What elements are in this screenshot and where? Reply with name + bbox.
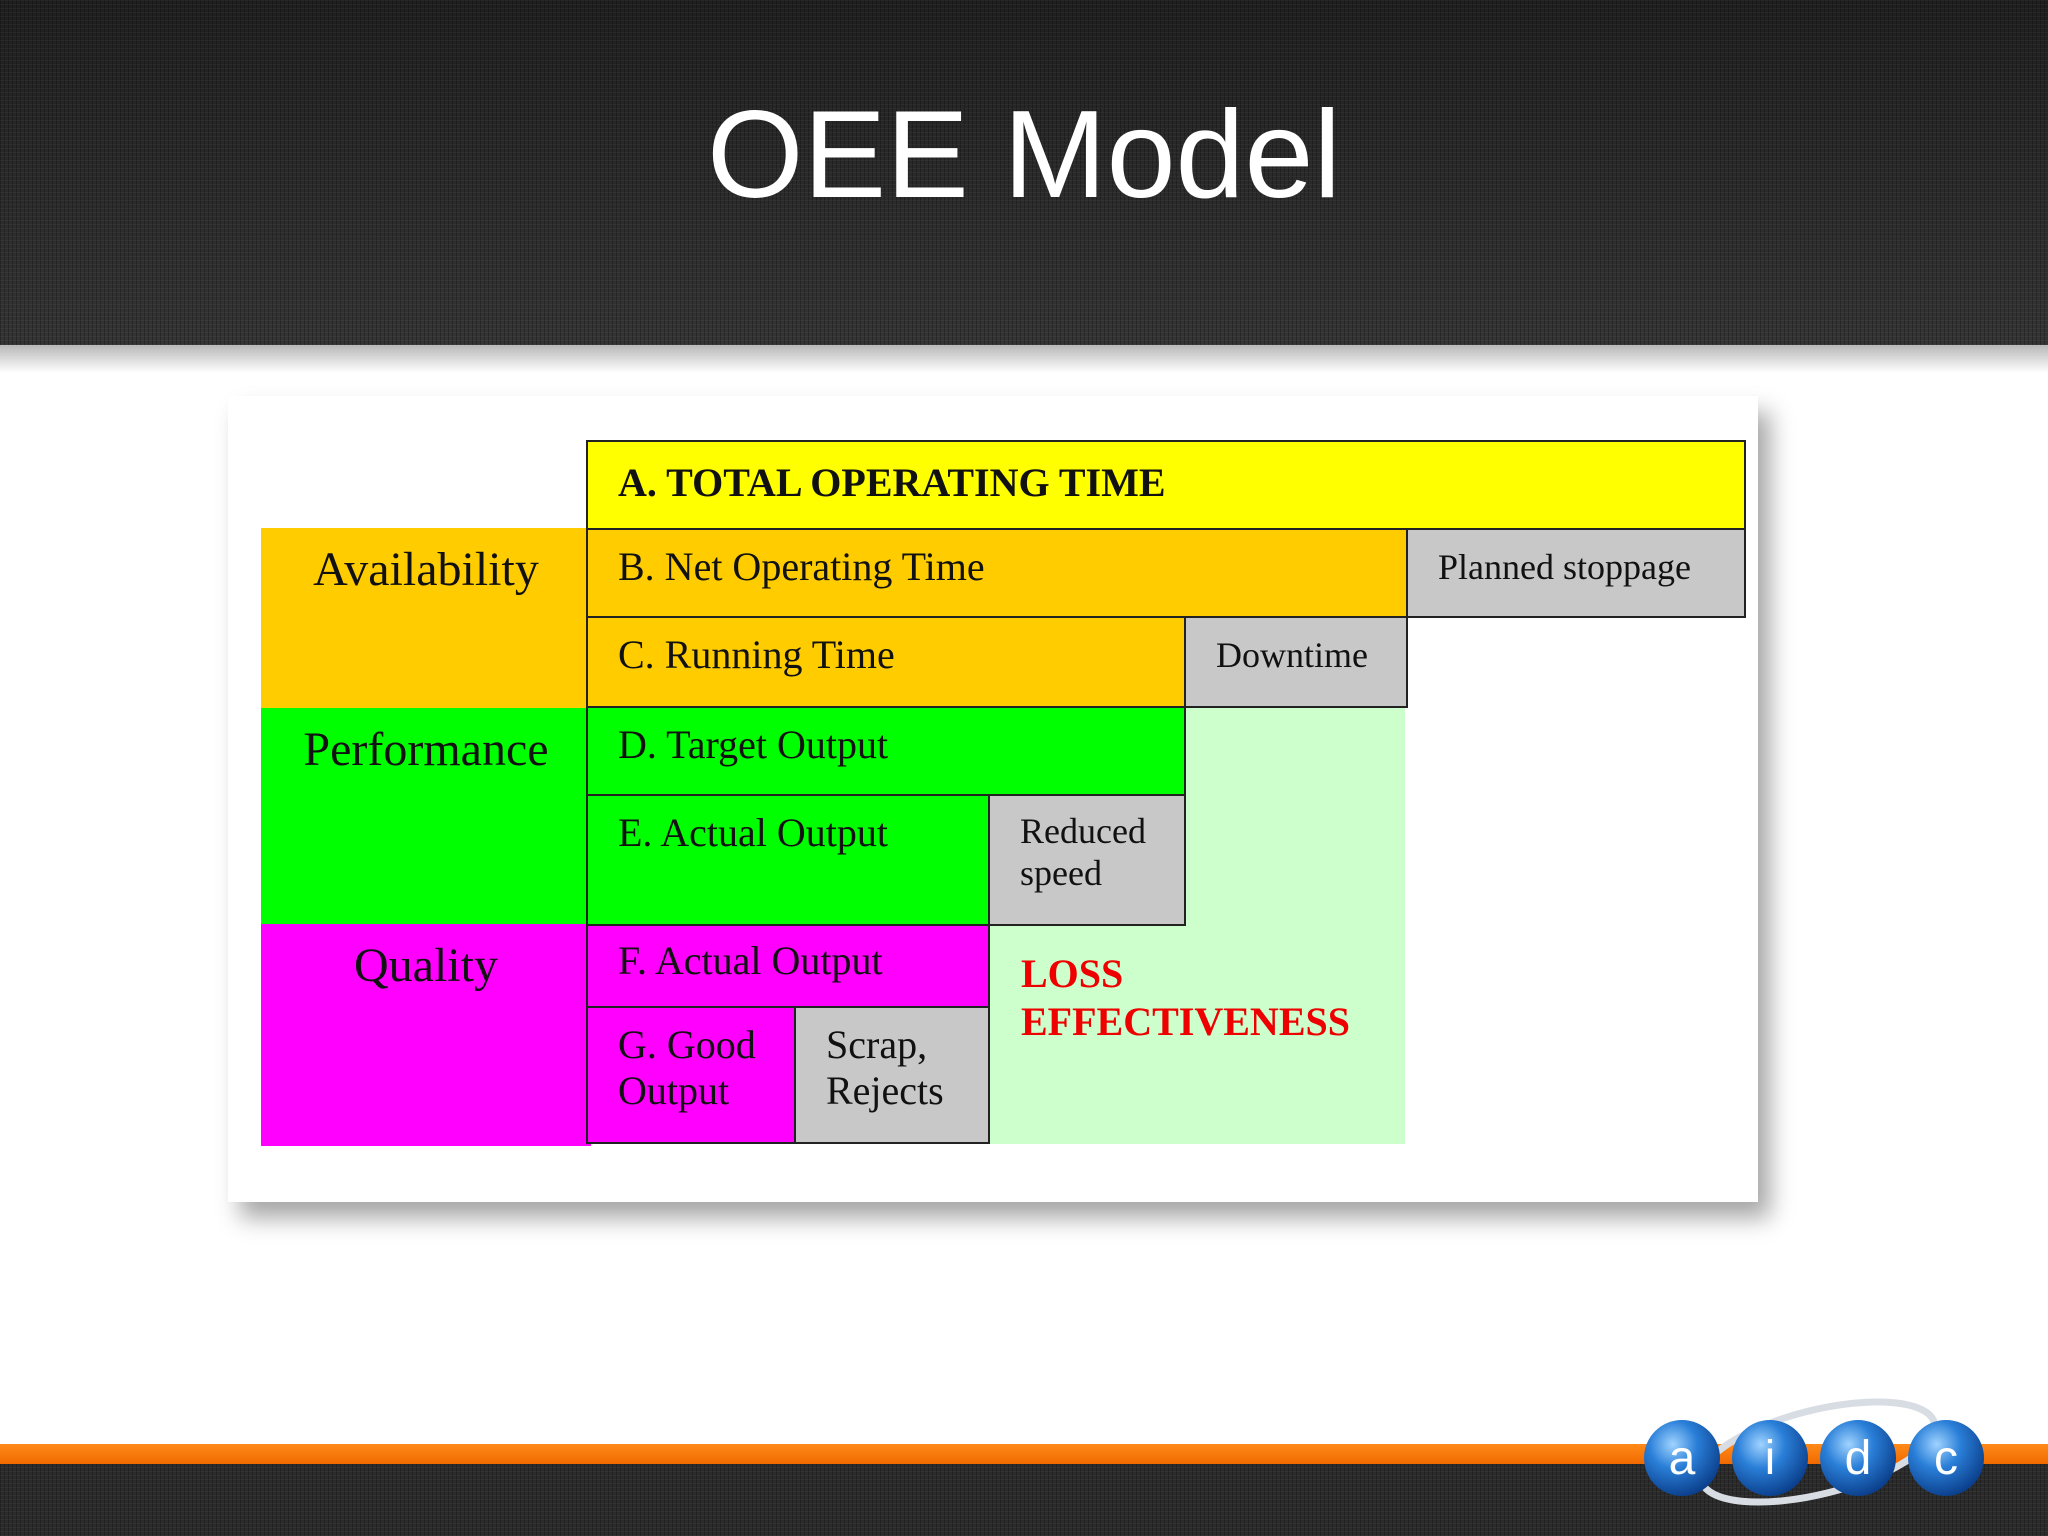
footer-orange-stripe (0, 1444, 2048, 1464)
row-a-total-operating-time: A. TOTAL OPERATING TIME (586, 440, 1746, 530)
header-band (0, 0, 2048, 345)
category-availability-label: Availability (313, 543, 539, 596)
logo-letter-d: d (1845, 1432, 1872, 1485)
loss-downtime: Downtime (1184, 616, 1408, 708)
row-e-label: E. Actual Output (618, 810, 888, 855)
loss-planned-stoppage: Planned stoppage (1406, 528, 1746, 618)
category-performance-label: Performance (303, 723, 549, 776)
row-g-line-2: Output (618, 1068, 730, 1113)
logo-ball-i (1732, 1420, 1808, 1496)
logo-ball-d (1820, 1420, 1896, 1496)
logo-letter-c: c (1934, 1432, 1958, 1485)
row-d-target-output: D. Target Output (586, 706, 1186, 796)
logo-orbit (1697, 1398, 1939, 1506)
scrap-rejects-label: Scrap, Rejects (826, 1022, 944, 1114)
row-d-label: D. Target Output (618, 722, 889, 767)
row-b-label: B. Net Operating Time (618, 544, 985, 589)
category-quality: Quality (261, 924, 591, 1146)
reduced-speed-line-2: speed (1020, 853, 1102, 893)
loss-effectiveness-text: LOSS EFFECTIVENESS (1021, 950, 1350, 1046)
logo-ball-c (1908, 1420, 1984, 1496)
logo-letter-i: i (1765, 1432, 1776, 1485)
loss-scrap-rejects: Scrap, Rejects (794, 1006, 990, 1144)
row-a-label: A. TOTAL OPERATING TIME (618, 460, 1166, 505)
loss-label: LOSS (1021, 951, 1124, 996)
planned-stoppage-label: Planned stoppage (1438, 547, 1691, 587)
reduced-speed-line-1: Reduced (1020, 811, 1146, 851)
row-g-label: G. Good Output (618, 1022, 756, 1114)
loss-effectiveness-area-bottom (985, 924, 1405, 1144)
row-g-line-1: G. Good (618, 1022, 756, 1067)
loss-reduced-speed: Reduced speed (988, 794, 1186, 926)
row-c-running-time: C. Running Time (586, 616, 1186, 708)
slide-title: OEE Model (706, 86, 1342, 224)
logo-ball-a (1644, 1420, 1720, 1496)
category-performance: Performance (261, 708, 591, 924)
row-e-actual-output: E. Actual Output (586, 794, 990, 926)
row-f-actual-output: F. Actual Output (586, 924, 990, 1008)
scrap-line-1: Scrap, (826, 1022, 928, 1067)
row-c-label: C. Running Time (618, 632, 895, 677)
loss-effectiveness-text-box: LOSS EFFECTIVENESS (985, 924, 1405, 1144)
downtime-label: Downtime (1216, 635, 1368, 675)
row-f-label: F. Actual Output (618, 938, 883, 983)
category-quality-label: Quality (354, 939, 498, 992)
row-b-net-operating-time: B. Net Operating Time (586, 528, 1408, 618)
header-shadow (0, 345, 2048, 373)
scrap-line-2: Rejects (826, 1068, 944, 1113)
effectiveness-label: EFFECTIVENESS (1021, 999, 1350, 1044)
row-g-good-output: G. Good Output (586, 1006, 796, 1144)
category-availability: Availability (261, 528, 591, 708)
aidc-logo: a i d c (1644, 1398, 1984, 1506)
logo-letter-a: a (1669, 1432, 1696, 1485)
oee-diagram: Availability Performance Quality LOSS EF… (228, 396, 1758, 1202)
reduced-speed-label: Reduced speed (1020, 810, 1146, 894)
